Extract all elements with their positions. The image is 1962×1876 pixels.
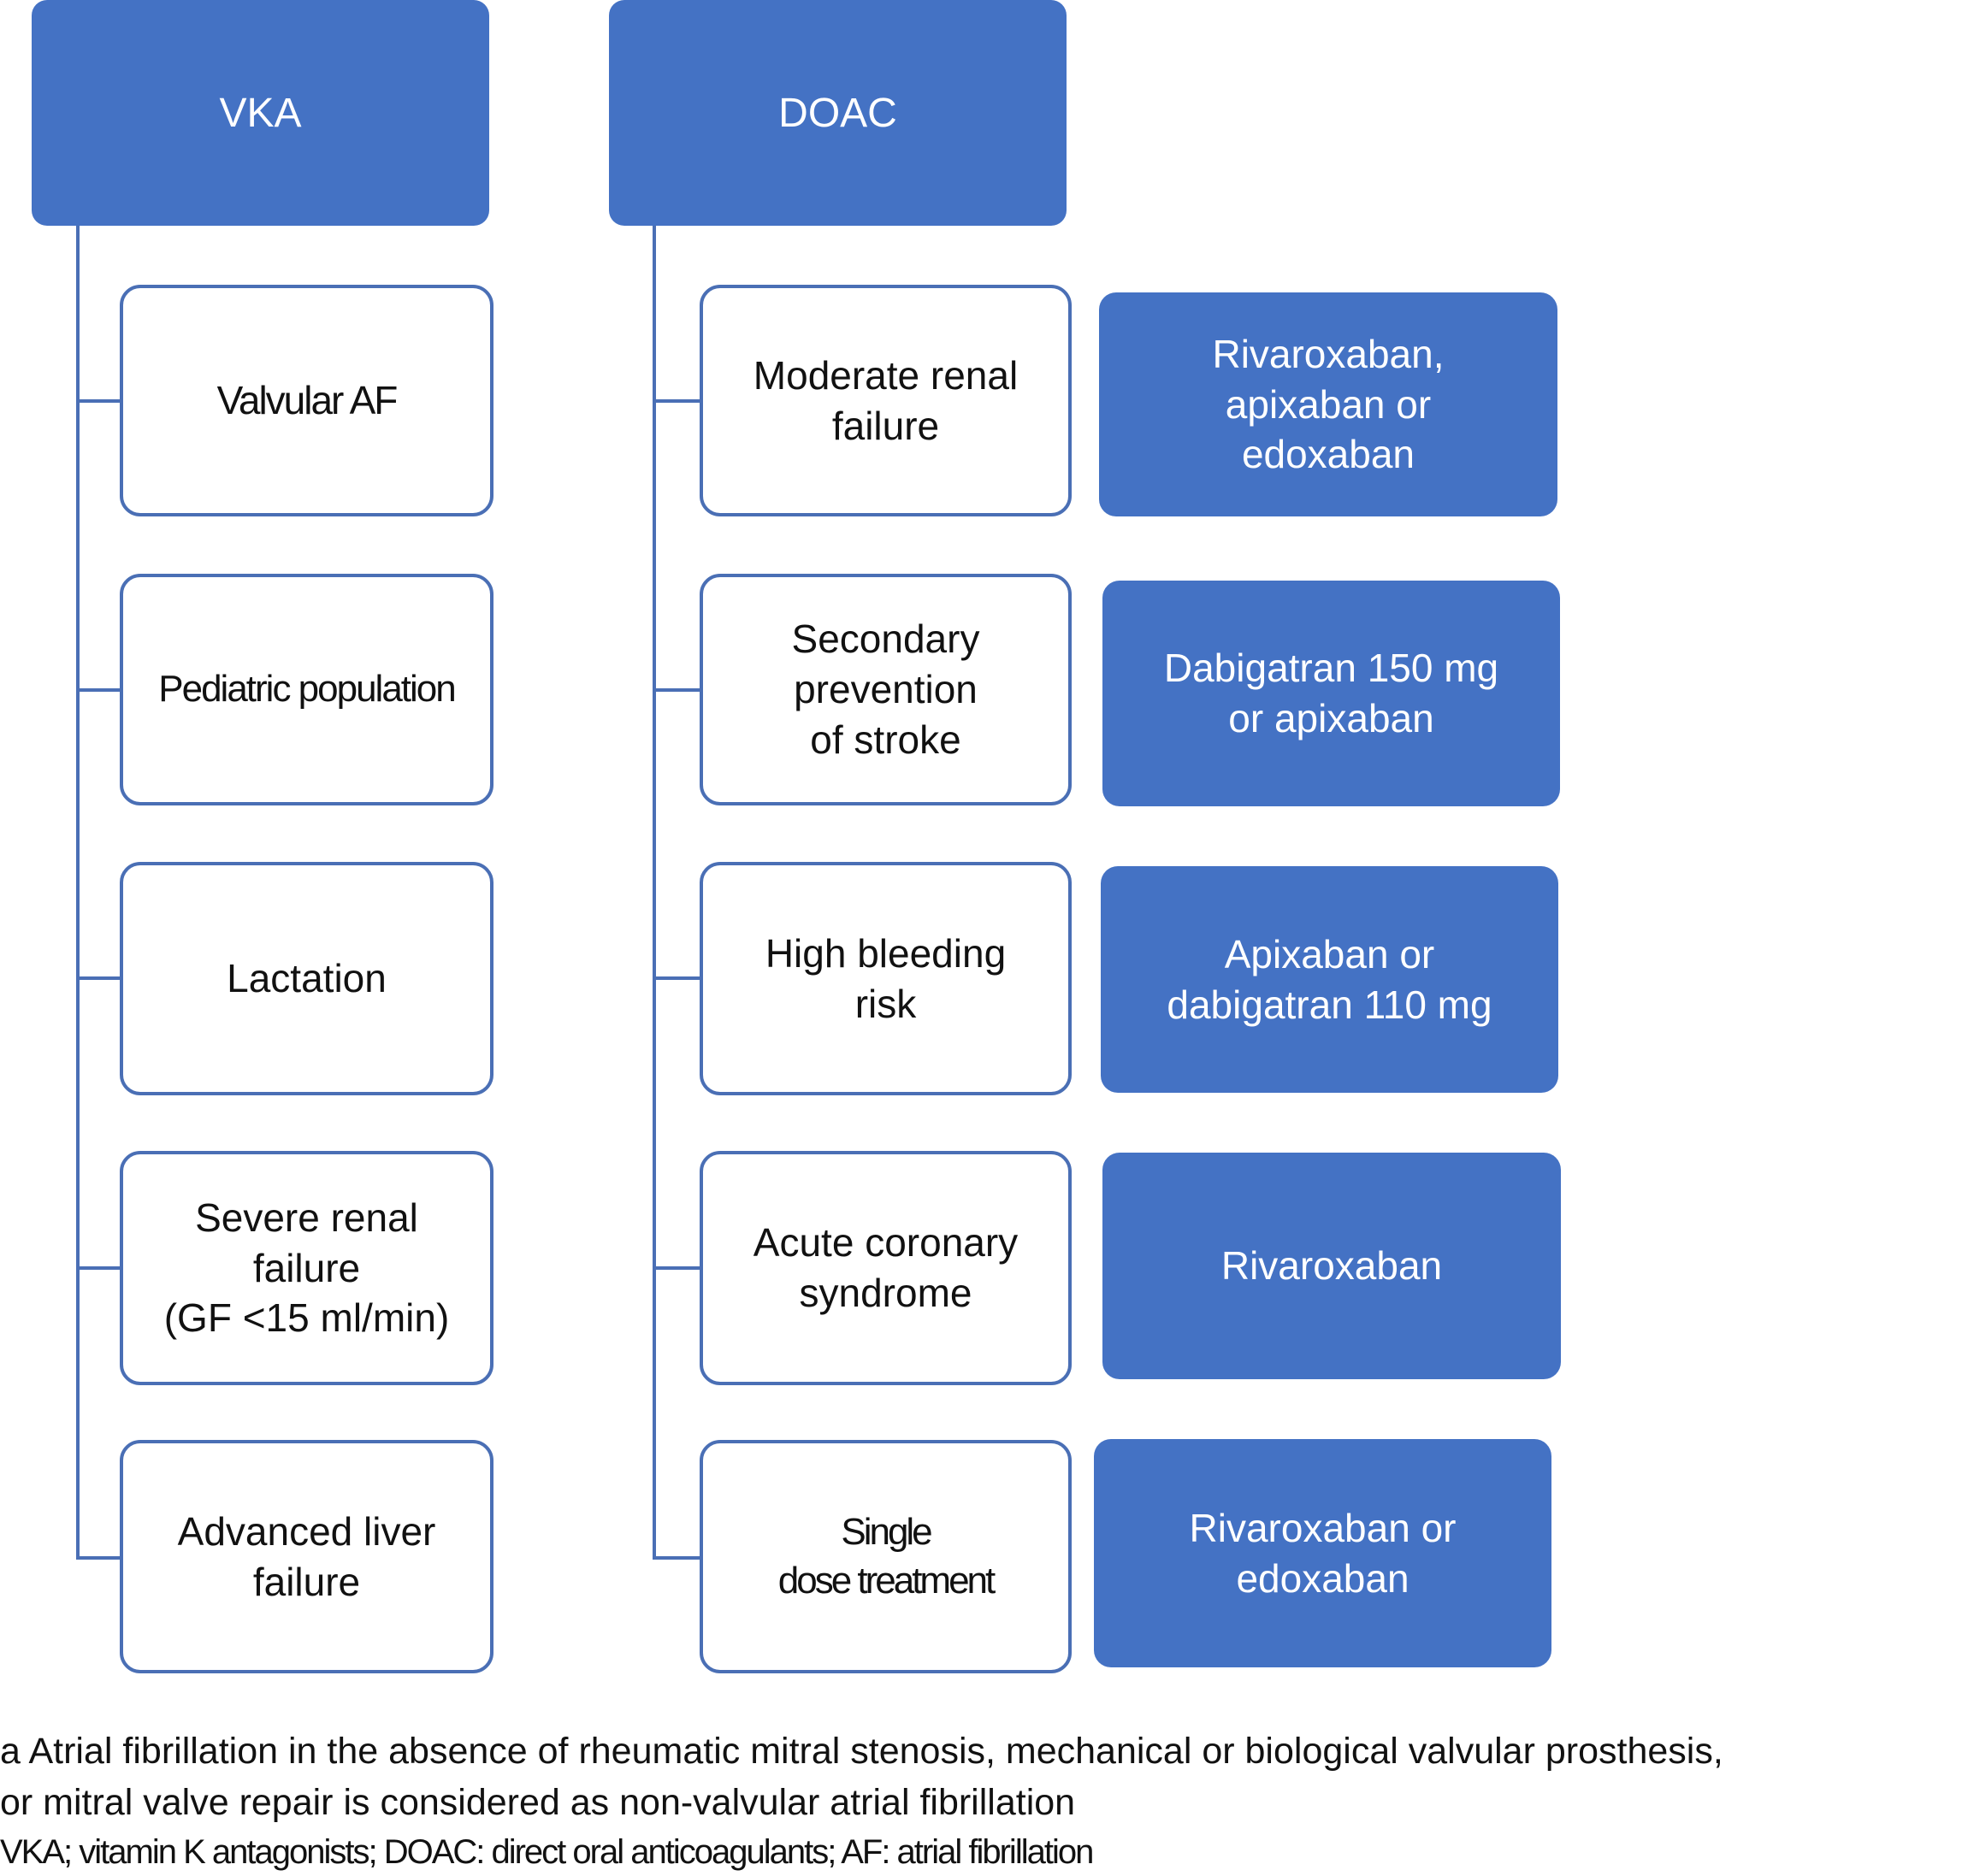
doac-indication-label: High bleeding risk [765, 930, 1007, 1026]
vka-indication-label: Valvular AF [216, 378, 399, 423]
vka-branch-line [76, 399, 121, 403]
doac-drug-label: Rivaroxaban or edoxaban [1189, 1505, 1457, 1601]
vka-trunk-line [76, 226, 80, 1560]
doac-indication-box: Single dose treatment [700, 1440, 1072, 1673]
doac-indication-label: Acute coronary syndrome [753, 1220, 1019, 1315]
vka-branch-line [76, 1266, 121, 1270]
doac-drug-box: Dabigatran 150 mg or apixaban [1102, 581, 1560, 806]
doac-drug-label: Apixaban or dabigatran 110 mg [1167, 931, 1492, 1027]
vka-indication-box: Valvular AF [120, 285, 493, 516]
doac-indication-box: Secondary prevention of stroke [700, 574, 1072, 805]
doac-branch-line [653, 1556, 701, 1560]
vka-branch-line [76, 976, 121, 980]
doac-indication-box: Acute coronary syndrome [700, 1151, 1072, 1385]
doac-indication-label: Secondary prevention of stroke [791, 616, 980, 762]
vka-branch-line [76, 1556, 121, 1560]
doac-branch-line [653, 399, 701, 403]
doac-header: DOAC [609, 0, 1067, 226]
vka-indication-label: Advanced liver failure [177, 1508, 436, 1604]
vka-header: VKA [32, 0, 489, 226]
doac-indication-label: Single dose treatment [777, 1511, 996, 1602]
doac-trunk-line [653, 226, 656, 1560]
doac-drug-box: Apixaban or dabigatran 110 mg [1101, 866, 1558, 1093]
doac-drug-label: Dabigatran 150 mg or apixaban [1163, 646, 1499, 740]
vka-indication-box: Lactation [120, 862, 493, 1095]
abbreviations-line: VKA; vitamin K antagonists; DOAC: direct… [0, 1833, 1094, 1872]
vka-indication-label: Severe renal failure (GF <15 ml/min) [163, 1195, 450, 1341]
vka-indication-box: Severe renal failure (GF <15 ml/min) [120, 1151, 493, 1385]
vka-indication-box: Advanced liver failure [120, 1440, 493, 1673]
vka-header-label: VKA [219, 90, 302, 136]
doac-indication-label: Moderate renal failure [753, 352, 1019, 448]
doac-indication-box: High bleeding risk [700, 862, 1072, 1095]
doac-branch-line [653, 1266, 701, 1270]
vka-indication-label: Lactation [227, 956, 387, 1001]
vka-indication-label: Pediatric population [158, 668, 456, 711]
vka-indication-box: Pediatric population [120, 574, 493, 805]
doac-drug-label: Rivaroxaban [1220, 1243, 1443, 1289]
doac-branch-line [653, 976, 701, 980]
footnote-line-1: a Atrial fibrillation in the absence of … [0, 1731, 1723, 1772]
doac-branch-line [653, 688, 701, 692]
doac-drug-box: Rivaroxaban, apixaban or edoxaban [1099, 292, 1557, 516]
doac-drug-box: Rivaroxaban or edoxaban [1094, 1439, 1551, 1667]
doac-header-label: DOAC [778, 90, 897, 136]
footnote-line-2: or mitral valve repair is considered as … [0, 1782, 1076, 1824]
vka-branch-line [76, 688, 121, 692]
doac-indication-box: Moderate renal failure [700, 285, 1072, 516]
footnote: a Atrial fibrillation in the absence of … [0, 1726, 1962, 1876]
doac-drug-box: Rivaroxaban [1102, 1153, 1561, 1379]
doac-drug-label: Rivaroxaban, apixaban or edoxaban [1212, 331, 1445, 477]
